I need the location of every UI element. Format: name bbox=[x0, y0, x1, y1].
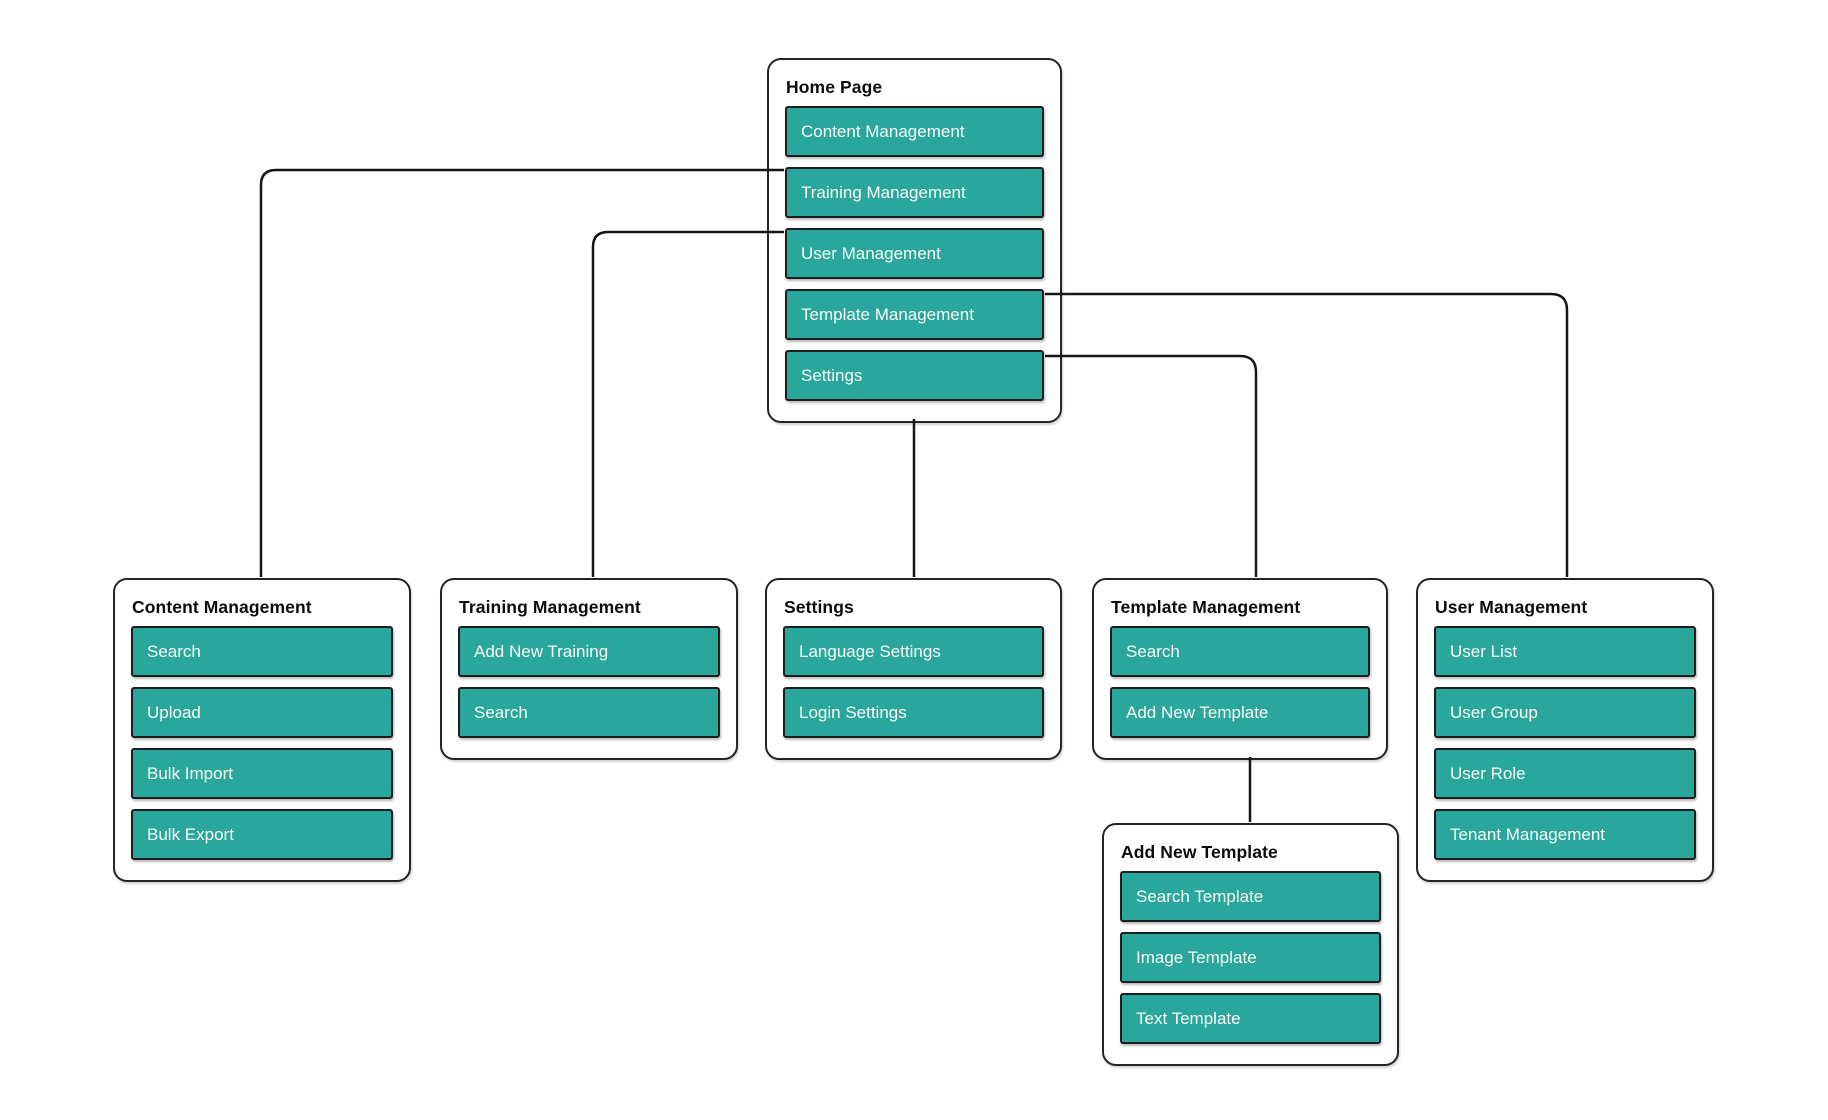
content-button-bulk-import[interactable]: Bulk Import bbox=[131, 748, 393, 799]
home-page-node: Home Page Content Management Training Ma… bbox=[767, 58, 1062, 423]
training-button-search[interactable]: Search bbox=[458, 687, 720, 738]
addnew-button-search-template[interactable]: Search Template bbox=[1120, 871, 1381, 922]
content-button-bulk-export[interactable]: Bulk Export bbox=[131, 809, 393, 860]
template-management-node: Template Management Search Add New Templ… bbox=[1092, 578, 1388, 760]
home-button-template-management[interactable]: Template Management bbox=[785, 289, 1044, 340]
home-button-settings[interactable]: Settings bbox=[785, 350, 1044, 401]
node-title: Settings bbox=[784, 597, 854, 617]
user-button-user-group[interactable]: User Group bbox=[1434, 687, 1696, 738]
content-management-node: Content Management Search Upload Bulk Im… bbox=[113, 578, 411, 882]
template-button-add-new-template[interactable]: Add New Template bbox=[1110, 687, 1370, 738]
home-button-content-management[interactable]: Content Management bbox=[785, 106, 1044, 157]
user-button-user-list[interactable]: User List bbox=[1434, 626, 1696, 677]
node-title: User Management bbox=[1435, 597, 1588, 617]
node-title: Template Management bbox=[1111, 597, 1301, 617]
content-button-search[interactable]: Search bbox=[131, 626, 393, 677]
settings-node: Settings Language Settings Login Setting… bbox=[765, 578, 1062, 760]
content-button-upload[interactable]: Upload bbox=[131, 687, 393, 738]
home-button-user-management[interactable]: User Management bbox=[785, 228, 1044, 279]
node-title: Add New Template bbox=[1121, 842, 1278, 862]
connector-home-to-user bbox=[1045, 292, 1569, 577]
connector-home-to-template bbox=[1045, 354, 1258, 577]
home-button-training-management[interactable]: Training Management bbox=[785, 167, 1044, 218]
node-title: Training Management bbox=[459, 597, 641, 617]
training-management-node: Training Management Add New Training Sea… bbox=[440, 578, 738, 760]
training-button-add-new-training[interactable]: Add New Training bbox=[458, 626, 720, 677]
template-button-search[interactable]: Search bbox=[1110, 626, 1370, 677]
add-new-template-node: Add New Template Search Template Image T… bbox=[1102, 823, 1399, 1066]
node-title: Home Page bbox=[786, 77, 883, 97]
user-button-tenant-management[interactable]: Tenant Management bbox=[1434, 809, 1696, 860]
settings-button-login-settings[interactable]: Login Settings bbox=[783, 687, 1044, 738]
settings-button-language-settings[interactable]: Language Settings bbox=[783, 626, 1044, 677]
connector-home-to-training bbox=[591, 230, 784, 577]
addnew-button-text-template[interactable]: Text Template bbox=[1120, 993, 1381, 1044]
user-button-user-role[interactable]: User Role bbox=[1434, 748, 1696, 799]
addnew-button-image-template[interactable]: Image Template bbox=[1120, 932, 1381, 983]
connector-home-to-content bbox=[259, 168, 784, 577]
node-title: Content Management bbox=[132, 597, 312, 617]
user-management-node: User Management User List User Group Use… bbox=[1416, 578, 1714, 882]
